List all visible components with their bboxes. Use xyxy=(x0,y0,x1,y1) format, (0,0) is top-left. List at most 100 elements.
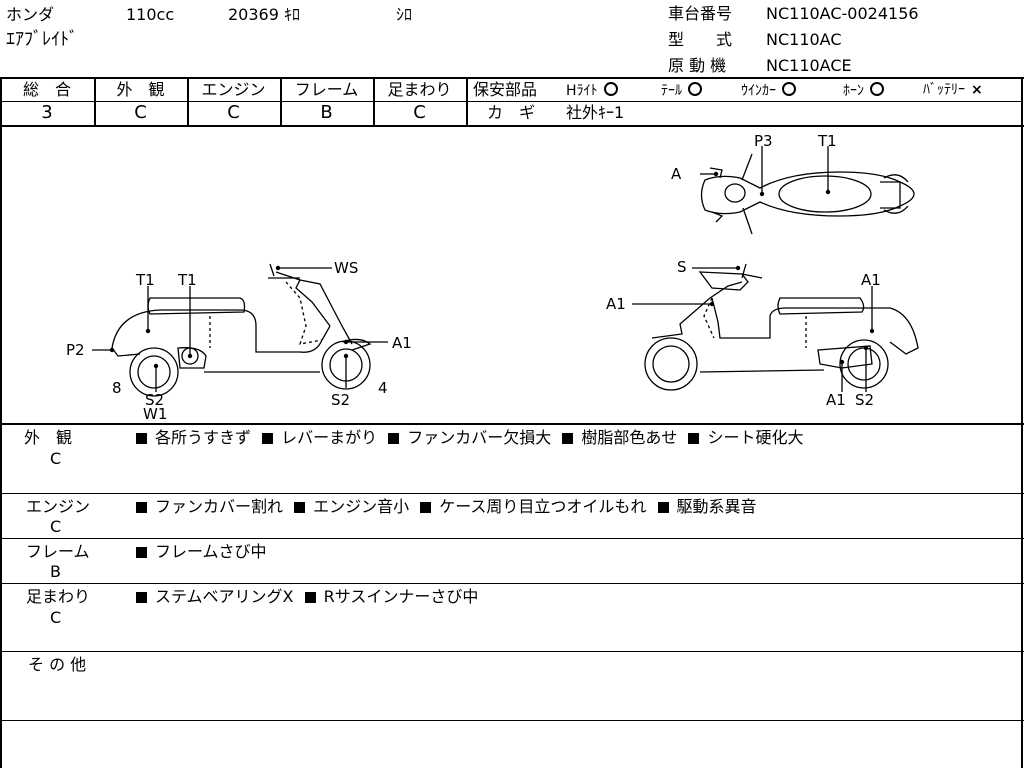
divider xyxy=(0,583,1024,584)
note-items-engine: ファンカバー割れ エンジン音小 ケース周り目立つオイルもれ 駆動系異音 xyxy=(136,497,757,517)
note-item: 各所うすきず xyxy=(155,428,252,447)
bullet-icon xyxy=(657,502,669,513)
grade-suspension: C xyxy=(413,102,426,123)
frame-left xyxy=(0,78,2,768)
bullet-icon xyxy=(136,592,147,603)
bullet-icon xyxy=(136,547,147,558)
key-value: 社外ｷｰ1 xyxy=(566,103,625,122)
damage-label: W1 xyxy=(143,405,167,422)
divider xyxy=(0,538,1024,539)
frame-number: NC110AC-0024156 xyxy=(766,4,919,23)
frame-number-label: 車台番号 xyxy=(668,4,733,23)
note-item: シート硬化大 xyxy=(707,428,804,447)
frame-right xyxy=(1021,78,1023,768)
grade-frame: B xyxy=(320,102,333,123)
note-items-suspension: ステムベアリングX Rサスインナーさび中 xyxy=(136,587,478,607)
note-grade-frame: B xyxy=(50,562,61,581)
ng-cross-icon: × xyxy=(971,82,983,98)
note-item: レバーまがり xyxy=(281,428,378,447)
note-category-other: そ の 他 xyxy=(28,655,87,674)
divider xyxy=(0,651,1024,652)
ok-circle-icon xyxy=(688,82,702,96)
note-grade-suspension: C xyxy=(50,608,62,627)
model-type: NC110AC xyxy=(766,30,842,49)
grade-header-exterior: 外 観 xyxy=(116,80,165,99)
damage-label: A1 xyxy=(861,271,881,289)
safety-horn: ﾎｰﾝ xyxy=(843,82,884,99)
grade-engine: C xyxy=(227,102,240,123)
damage-label: P3 xyxy=(754,132,773,150)
bullet-icon xyxy=(388,433,400,444)
note-item: Rサスインナーさび中 xyxy=(323,587,479,606)
safety-battery: ﾊﾞｯﾃﾘｰ × xyxy=(923,82,983,98)
note-item: ケース周り目立つオイルもれ xyxy=(439,497,647,516)
damage-label: S2 xyxy=(331,391,350,409)
note-item: ステムベアリングX xyxy=(155,587,294,606)
divider xyxy=(0,77,1024,79)
damage-label: S2 xyxy=(145,391,164,409)
bullet-icon xyxy=(294,502,306,513)
damage-label: 4 xyxy=(378,379,388,397)
damage-label: S2 xyxy=(855,391,874,409)
note-grade-exterior: C xyxy=(50,449,62,468)
note-item: 駆動系異音 xyxy=(676,497,757,516)
damage-label: A1 xyxy=(392,334,412,352)
grade-header-suspension: 足まわり xyxy=(387,80,452,99)
note-items-frame: フレームさび中 xyxy=(136,542,267,562)
bullet-icon xyxy=(262,433,274,444)
ok-circle-icon xyxy=(782,82,796,96)
safety-item-name: ﾃｰﾙ xyxy=(661,83,682,99)
color: ｼﾛ xyxy=(396,5,413,24)
mileage: 20369 ｷﾛ xyxy=(228,5,300,24)
safety-winker: ｳｲﾝｶｰ xyxy=(741,82,796,99)
note-category-engine: エンジン xyxy=(26,497,91,516)
note-grade-engine: C xyxy=(50,517,62,536)
safety-row-divider xyxy=(467,101,1023,102)
safety-label: 保安部品 xyxy=(473,80,538,99)
safety-headlight: Hﾗｲﾄ xyxy=(566,82,618,99)
note-item: ファンカバー欠損大 xyxy=(407,428,552,447)
bullet-icon xyxy=(136,502,147,513)
engine-label: 原 動 機 xyxy=(668,56,727,75)
bullet-icon xyxy=(420,502,432,513)
model-name: ｴｱﾌﾞﾚｲﾄﾞ xyxy=(6,29,78,50)
displacement: 110cc xyxy=(126,5,175,24)
damage-label: T1 xyxy=(135,271,155,289)
maker: ホンダ xyxy=(6,5,55,24)
grade-header-overall: 総 合 xyxy=(22,80,71,99)
divider xyxy=(0,720,1024,721)
bullet-icon xyxy=(304,592,316,603)
safety-item-name: ｳｲﾝｶｰ xyxy=(741,83,776,99)
safety-item-name: ﾊﾞｯﾃﾘｰ xyxy=(923,82,965,98)
damage-label: P2 xyxy=(66,341,85,359)
note-items-exterior: 各所うすきず レバーまがり ファンカバー欠損大 樹脂部色あせ シート硬化大 xyxy=(136,428,803,448)
key-label: カ ギ xyxy=(487,103,536,122)
note-item: ファンカバー割れ xyxy=(155,497,284,516)
bullet-icon xyxy=(688,433,700,444)
damage-label: T1 xyxy=(177,271,197,289)
damage-label: A xyxy=(671,165,682,183)
note-category-exterior: 外 観 xyxy=(24,428,73,447)
ok-circle-icon xyxy=(870,82,884,96)
grade-overall: 3 xyxy=(41,102,53,123)
divider xyxy=(0,125,1024,127)
damage-label: A1 xyxy=(606,295,626,313)
damage-label: WS xyxy=(334,259,358,277)
grade-row-divider xyxy=(0,101,467,102)
grade-header-frame: フレーム xyxy=(294,80,359,99)
safety-item-name: Hﾗｲﾄ xyxy=(566,83,598,99)
note-category-suspension: 足まわり xyxy=(26,587,91,606)
damage-diagram: A P3 T1 T1 T1 WS P2 A1 8 S2 W1 S2 4 S A1… xyxy=(66,132,919,422)
damage-label: T1 xyxy=(817,132,837,150)
bullet-icon xyxy=(136,433,147,444)
safety-item-name: ﾎｰﾝ xyxy=(843,83,864,99)
note-item: エンジン音小 xyxy=(313,497,410,516)
engine-model: NC110ACE xyxy=(766,56,852,75)
note-category-frame: フレーム xyxy=(26,542,90,561)
damage-label: S xyxy=(677,258,687,276)
divider xyxy=(0,493,1024,494)
note-item: フレームさび中 xyxy=(155,542,267,561)
safety-taillight: ﾃｰﾙ xyxy=(661,82,702,99)
right-side-scooter xyxy=(644,263,919,391)
grade-exterior: C xyxy=(134,102,147,123)
